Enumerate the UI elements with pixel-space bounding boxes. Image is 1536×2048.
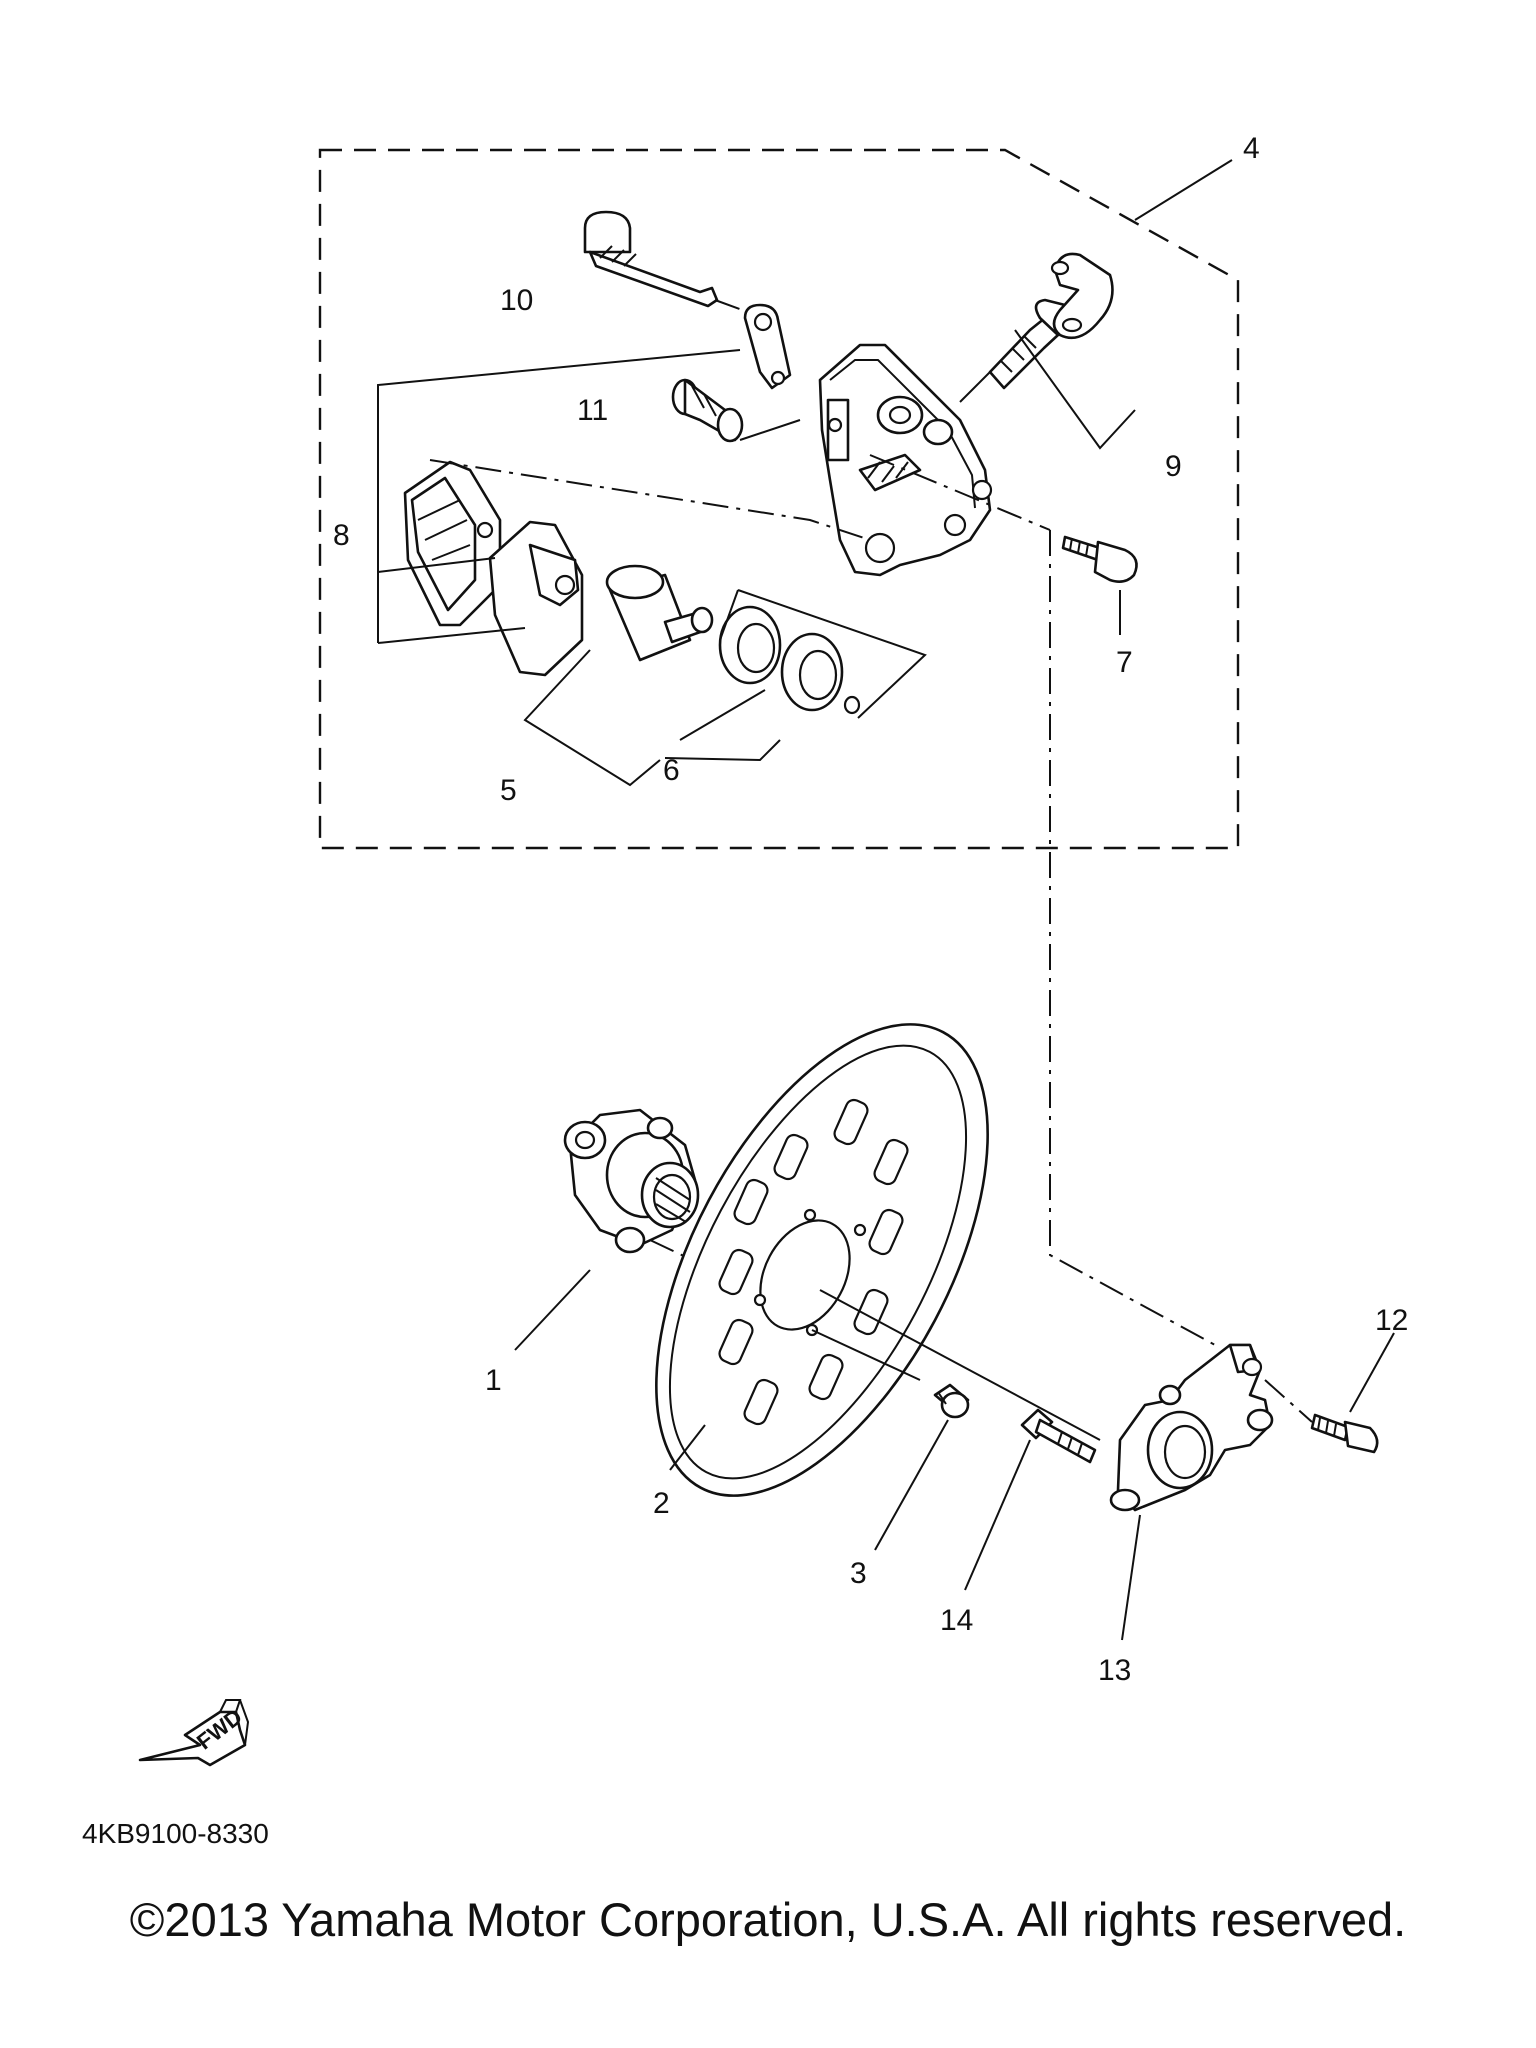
- callout-2: 2: [653, 1487, 670, 1520]
- callout-8: 8: [333, 519, 350, 552]
- part-6-piston-seals: [718, 605, 844, 712]
- pad-clip: [743, 303, 792, 390]
- callout-3: 3: [850, 1557, 867, 1590]
- callout-4: 4: [1243, 132, 1260, 165]
- disc-vent-slots: [718, 1098, 909, 1426]
- fwd-direction-arrow: FWD: [138, 1699, 250, 1767]
- part-1-hub: [563, 1108, 700, 1254]
- callout-13: 13: [1098, 1654, 1131, 1687]
- part-12-bolt: [1310, 1413, 1379, 1454]
- copyright-notice: ©2013 Yamaha Motor Corporation, U.S.A. A…: [129, 1893, 1407, 1946]
- callout-11: 11: [577, 394, 608, 427]
- callout-9: 9: [1165, 450, 1182, 483]
- caliper-body: [818, 343, 993, 577]
- part-10-slide-pin: [583, 210, 719, 308]
- part-7-bolt: [1061, 535, 1138, 583]
- part-14-bolt: [1020, 1408, 1097, 1464]
- drawing-number: 4KB9100-8330: [82, 1818, 269, 1849]
- callout-14: 14: [940, 1604, 973, 1637]
- part-11-bushing: [671, 378, 744, 443]
- callout-10: 10: [500, 284, 533, 317]
- callout-1: 1: [485, 1364, 502, 1397]
- callout-12: 12: [1375, 1304, 1408, 1337]
- callout-5: 5: [500, 774, 517, 807]
- part-3-disc-screw: [933, 1383, 970, 1419]
- part-5-piston: [605, 564, 714, 662]
- callout-7: 7: [1116, 646, 1133, 679]
- part-2-brake-disc: [655, 1023, 989, 1497]
- part-9-bleed-screw-and-cap: [988, 252, 1114, 390]
- part-8-brake-pads: [403, 460, 584, 677]
- part-13-caliper-bracket: [1109, 1343, 1274, 1512]
- retaining-ring: [843, 695, 861, 715]
- caliper-assembly-boundary: [318, 148, 1240, 850]
- callout-6: 6: [663, 754, 680, 787]
